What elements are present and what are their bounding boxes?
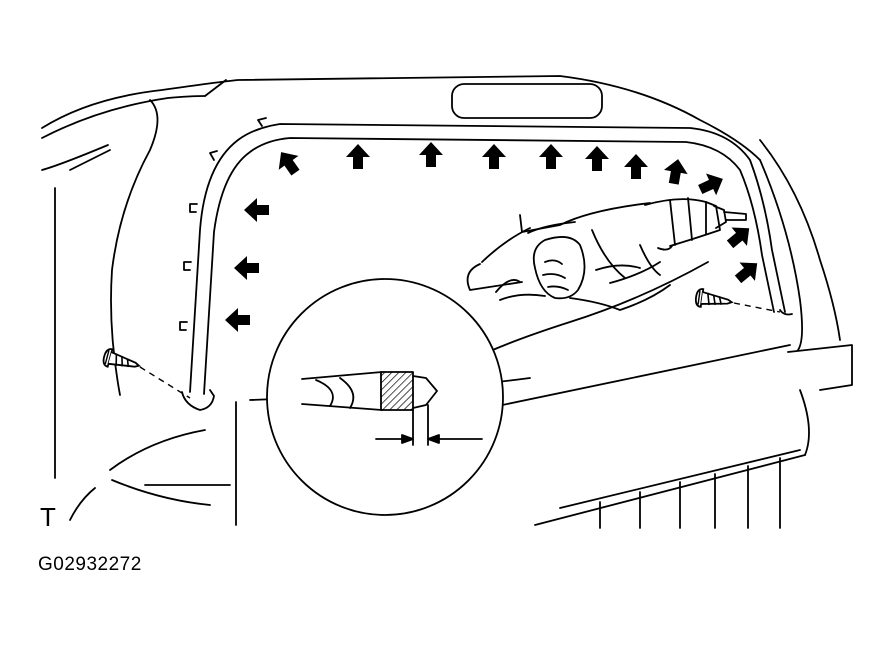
arrow-icon [244,198,269,222]
callout-line [484,261,709,353]
clip-screw-right [693,287,781,313]
screw-icon [693,287,734,312]
arrow-icon [730,254,765,289]
back-window-moulding [179,117,793,411]
drill-bit-icon [301,371,483,446]
arrow-icon [624,154,648,179]
corner-mark-label: T [40,502,56,532]
arrow-icon [419,142,443,167]
hand-icon [466,202,671,311]
figure-id-label: G02932272 [38,554,142,575]
arrow-icon [539,144,563,169]
arrow-icon [661,157,690,186]
arrow-icon [695,168,728,201]
arrow-icon [225,308,250,332]
arrow-icon [234,256,259,280]
arrow-icon [346,144,370,169]
drill-icon [644,197,747,251]
arrow-icon [585,146,609,171]
arrow-icon [722,219,757,254]
stop-lamp [451,83,603,119]
clip-screw-left [100,346,191,399]
arrow-icon [482,144,506,169]
screw-icon [100,346,143,376]
arrow-icon [271,145,306,180]
direction-arrows [225,142,765,332]
